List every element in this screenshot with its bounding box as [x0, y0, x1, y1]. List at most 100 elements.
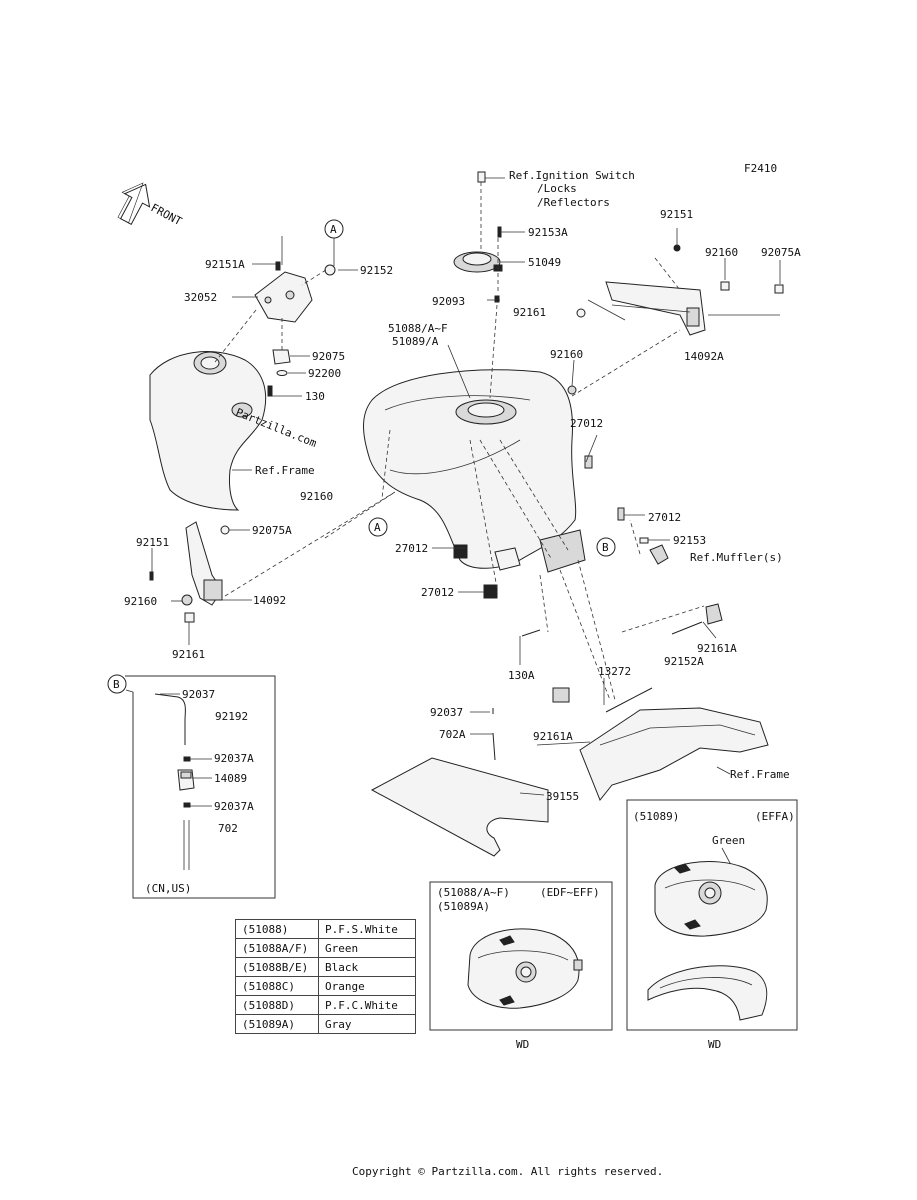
part-label-p92160-top: 92160 — [705, 246, 738, 259]
color-code-cell: (51088C) — [235, 976, 319, 996]
inset-edf-footer: WD — [516, 1038, 529, 1051]
table-row: (51088A/F) Green — [235, 938, 416, 958]
part-label-p92075A-top: 92075A — [761, 246, 801, 259]
part-label-p92160-l: 92160 — [300, 490, 333, 503]
part-label-p14092A: 14092A — [684, 350, 724, 363]
inset-edf-title2: (51089A) — [437, 900, 490, 913]
inset-b-box: 92037 92192 92037A 14089 92037A 702 (CN,… — [125, 675, 276, 899]
color-code-cell: (51088) — [235, 919, 319, 939]
part-label-p92161A-r: 92161A — [697, 642, 737, 655]
part-label-p130: 130 — [305, 390, 325, 403]
inset-b-label-5: 92037A — [214, 800, 254, 813]
part-label-p92151A: 92151A — [205, 258, 245, 271]
part-label-p27012-l1: 27012 — [395, 542, 428, 555]
inset-edf-box: (51088/A~F) (EDF~EFF) (51089A) WD — [429, 881, 613, 1051]
small-parts-top — [477, 171, 784, 395]
part-label-p51049: 51049 — [528, 256, 561, 269]
table-row: (51088B/E) Black — [235, 957, 416, 977]
color-code-cell: (51088D) — [235, 995, 319, 1015]
part-label-p92151-top: 92151 — [660, 208, 693, 221]
inset-effa-model: (EFFA) — [755, 810, 795, 823]
front-label: FRONT — [149, 201, 185, 228]
part-label-p27012-r1: 27012 — [570, 417, 603, 430]
svg-text:A: A — [330, 223, 337, 236]
part-label-p92161-l: 92161 — [172, 648, 205, 661]
table-row: (51088D) P.F.C.White — [235, 995, 416, 1015]
part-label-ref-muffler: Ref.Muffler(s) — [690, 551, 783, 564]
part-label-p92037: 92037 — [430, 706, 463, 719]
part-label-p27012-r2: 27012 — [648, 511, 681, 524]
svg-text:B: B — [113, 678, 120, 691]
table-row: (51088) P.F.S.White — [235, 919, 416, 939]
part-label-p702A: 702A — [439, 728, 466, 741]
color-name-cell: P.F.C.White — [318, 995, 416, 1015]
part-label-p51088AF: 51088/A~F — [388, 322, 448, 335]
part-label-ref-frame-2: Ref.Frame — [730, 768, 790, 781]
washers-left — [267, 261, 336, 397]
part-label-ref-ignition: Ref.Ignition Switch — [509, 169, 635, 182]
part-label-p39155: 39155 — [546, 790, 579, 803]
svg-text:A: A — [374, 521, 381, 534]
part-label-p32052: 32052 — [184, 291, 217, 304]
color-code-cell: (51088B/E) — [235, 957, 319, 977]
inset-effa-box: (51089) (EFFA) Green WD — [626, 799, 798, 1051]
color-name-cell: Orange — [318, 976, 416, 996]
inset-b-label-6: 702 — [218, 822, 238, 835]
footer-copyright: Copyright © Partzilla.com. All rights re… — [352, 1165, 663, 1178]
part-label-p27012-l2: 27012 — [421, 586, 454, 599]
inset-b-label-1: 92037 — [182, 688, 215, 701]
part-label-ref-reflectors: /Reflectors — [537, 196, 610, 209]
part-number-labels: Ref.Ignition Switch /Locks /Reflectors 9… — [124, 169, 801, 803]
inset-b-label-3: 92037A — [214, 752, 254, 765]
part-label-p92075: 92075 — [312, 350, 345, 363]
callout-b-mid: B — [596, 537, 616, 557]
front-arrow-icon — [117, 182, 151, 225]
inset-effa-green-note: Green — [712, 834, 745, 847]
color-code-cell: (51088A/F) — [235, 938, 319, 958]
leader-lines — [151, 177, 781, 796]
callout-a-mid: A — [368, 517, 388, 537]
part-label-p13272: 13272 — [598, 665, 631, 678]
part-label-p92152: 92152 — [360, 264, 393, 277]
fuel-cap-51049 — [453, 251, 503, 273]
part-label-ref-locks: /Locks — [537, 182, 577, 195]
assembly-lines — [214, 182, 705, 701]
small-parts-right — [639, 537, 669, 565]
part-label-p92160-mid: 92160 — [550, 348, 583, 361]
color-name-cell: P.F.S.White — [318, 919, 416, 939]
color-name-cell: Green — [318, 938, 416, 958]
callout-a-top: A — [324, 219, 344, 239]
part-label-p92153A: 92153A — [528, 226, 568, 239]
frame-rear — [552, 603, 769, 801]
inset-b-label-2: 92192 — [215, 710, 248, 723]
part-label-p14092: 14092 — [253, 594, 286, 607]
part-label-p92093: 92093 — [432, 295, 465, 308]
inset-b-note: (CN,US) — [145, 882, 191, 895]
mat-39155 — [370, 757, 549, 857]
inset-edf-title1: (51088/A~F) — [437, 886, 510, 899]
inset-edf-model: (EDF~EFF) — [540, 886, 600, 899]
color-name-cell: Black — [318, 957, 416, 977]
svg-text:B: B — [602, 541, 609, 554]
bracket-14092 — [149, 521, 230, 623]
part-label-p92152A: 92152A — [664, 655, 704, 668]
part-label-p92075A-l: 92075A — [252, 524, 292, 537]
inset-b-label-4: 14089 — [214, 772, 247, 785]
color-code-cell: (51089A) — [235, 1014, 319, 1034]
part-label-p51089A: 51089/A — [392, 335, 439, 348]
part-label-p92151-l: 92151 — [136, 536, 169, 549]
part-label-p92161-top: 92161 — [513, 306, 546, 319]
fuel-tank — [363, 369, 586, 573]
part-label-p92160-ll: 92160 — [124, 595, 157, 608]
color-name-cell: Gray — [318, 1014, 416, 1034]
part-label-p92200: 92200 — [308, 367, 341, 380]
table-row: (51089A) Gray — [235, 1014, 416, 1034]
bracket-32052 — [254, 271, 313, 323]
inset-effa-title: (51089) — [633, 810, 679, 823]
inset-effa-footer: WD — [708, 1038, 721, 1051]
part-label-p92153: 92153 — [673, 534, 706, 547]
bracket-14092A — [605, 281, 706, 336]
table-row: (51088C) Orange — [235, 976, 416, 996]
part-label-p92161A-m: 92161A — [533, 730, 573, 743]
